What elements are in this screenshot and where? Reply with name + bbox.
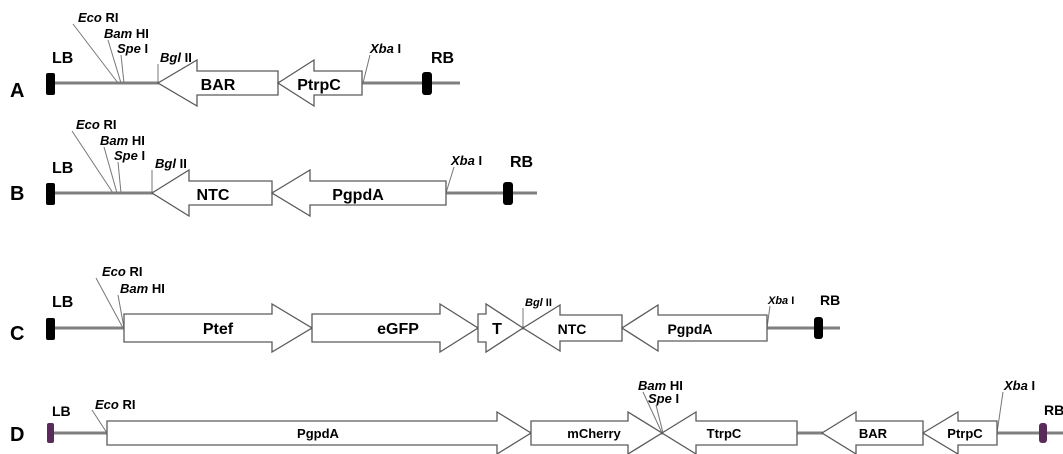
left-border-marker (46, 318, 55, 340)
site-bgl-ii: Bgl II (155, 156, 187, 171)
site-tick (642, 391, 663, 434)
gene-label-egfp: eGFP (377, 321, 419, 338)
gene-label-bar: BAR (859, 426, 888, 441)
site-eco-ri: Eco RI (102, 264, 142, 279)
construct-letter: D (10, 424, 24, 446)
gene-arrow-egfp (311, 302, 480, 354)
site-spe-i: Spe I (114, 148, 145, 163)
site-tick (120, 54, 125, 84)
construct-d: D LB RB Eco RI Bam HI Spe I Xba I PgpdA … (10, 378, 1063, 454)
site-xba-i: Xba I (767, 295, 794, 307)
promoter-arrow-pgpda (106, 410, 533, 454)
promoter-arrow-pgpda (270, 168, 447, 218)
left-border-label: LB (52, 294, 73, 311)
promoter-label-ptrpc: PtrpC (297, 77, 341, 94)
site-tick (117, 294, 125, 329)
site-bam-hi: Bam HI (638, 378, 683, 393)
site-tick (996, 391, 1004, 434)
terminator-arrow-ttrpc (660, 410, 798, 454)
construct-letter: A (10, 80, 24, 102)
site-bam-hi: Bam HI (104, 26, 149, 41)
site-tick (107, 39, 122, 84)
gene-label-bar: BAR (201, 77, 236, 94)
site-spe-i: Spe I (117, 41, 148, 56)
site-bam-hi: Bam HI (100, 133, 145, 148)
promoter-label-ptrpc: PtrpC (947, 426, 983, 441)
site-tick (71, 130, 114, 194)
site-tick (445, 166, 455, 194)
construct-c: C LB RB Eco RI Bam HI Bgl II Xba I Ptef … (10, 264, 840, 354)
construct-a: A LB RB Eco RI Bam HI Spe I Bgl II Xba I… (10, 10, 460, 108)
right-border-marker (422, 72, 432, 95)
right-border-label: RB (1044, 402, 1063, 418)
gene-arrow-mcherry (530, 410, 664, 454)
construct-letter: B (10, 183, 24, 205)
site-xba-i: Xba I (369, 41, 401, 56)
site-tick (91, 409, 108, 434)
right-border-label: RB (510, 154, 533, 171)
site-tick (362, 54, 371, 84)
construct-letter: C (10, 323, 24, 345)
promoter-label-ptef: Ptef (203, 321, 234, 338)
left-border-label: LB (52, 50, 73, 67)
site-eco-ri: Eco RI (76, 117, 116, 132)
terminator-label-ttrpc: TtrpC (707, 426, 742, 441)
left-border-marker (46, 73, 55, 95)
construct-b: B LB RB Eco RI Bam HI Spe I Bgl II Xba I… (10, 117, 537, 218)
right-border-label: RB (431, 50, 454, 67)
promoter-label-pgpda: PgpdA (667, 321, 712, 337)
site-bam-hi: Bam HI (120, 281, 165, 296)
site-eco-ri: Eco RI (95, 397, 135, 412)
right-border-marker (503, 182, 513, 205)
gene-label-ntc: NTC (558, 321, 587, 337)
terminator-arrow-t (477, 302, 525, 354)
site-tick (95, 277, 124, 329)
left-border-marker (47, 423, 54, 443)
site-xba-i: Xba I (1003, 378, 1035, 393)
site-tick (103, 146, 118, 194)
site-bgl-ii: Bgl II (160, 50, 192, 65)
promoter-label-pgpda: PgpdA (332, 187, 384, 204)
site-tick (72, 23, 119, 84)
promoter-arrow-ptrpc (921, 410, 998, 454)
left-border-label: LB (52, 403, 71, 419)
promoter-arrow-pgpda (620, 303, 768, 353)
site-eco-ri: Eco RI (78, 10, 118, 25)
promoter-arrow-ptrpc (276, 58, 363, 108)
promoter-label-pgpda: PgpdA (297, 426, 339, 441)
site-bgl-ii: Bgl II (525, 297, 552, 309)
gene-label-ntc: NTC (197, 187, 230, 204)
gene-label-mcherry: mCherry (567, 426, 621, 441)
site-tick (117, 161, 122, 194)
site-spe-i: Spe I (648, 391, 679, 406)
left-border-label: LB (52, 160, 73, 177)
right-border-marker (1039, 423, 1047, 443)
right-border-marker (814, 317, 823, 339)
promoter-arrow-ptef (123, 302, 314, 354)
site-xba-i: Xba I (450, 153, 482, 168)
site-tick (655, 404, 664, 434)
terminator-label-t: T (492, 321, 502, 338)
right-border-label: RB (820, 292, 840, 308)
left-border-marker (46, 183, 55, 205)
